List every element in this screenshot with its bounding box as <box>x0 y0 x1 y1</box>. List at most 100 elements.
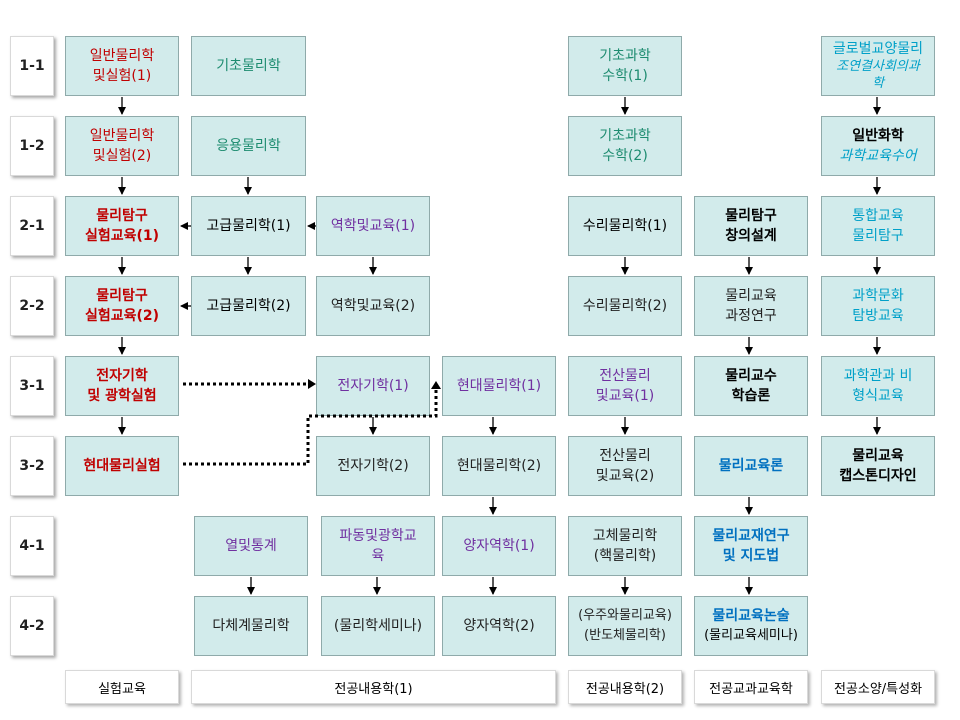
course-text: 현대물리학(1) <box>457 376 541 396</box>
course-line: 기초물리학 <box>216 58 281 74</box>
course-general-chemistry: 일반화학 과학교육수어 <box>821 116 935 176</box>
semester-label-2-1: 2-1 <box>10 196 54 256</box>
course-line: 열및통계 <box>225 538 277 554</box>
course-line: (핵물리학) <box>593 548 657 564</box>
course-line: 고체물리학 <box>592 528 658 544</box>
course-universe-semiconductor: (우주와물리교육)(반도체물리학) <box>568 596 682 656</box>
course-line: 기초과학 <box>599 128 651 144</box>
course-subtitle-line: 조연결사회의과 <box>836 58 920 74</box>
dotted-connector-modern-lab <box>183 388 438 466</box>
course-text: 역학및교육(1) <box>331 216 415 236</box>
course-many-body-physics: 다체계물리학 <box>194 596 308 656</box>
course-text: 응용물리학 <box>216 136 280 156</box>
course-line: 전자기학(2) <box>337 458 409 474</box>
course-line: 실험교육(2) <box>84 308 160 324</box>
course-line: 및실험(1) <box>92 68 152 84</box>
course-line: 전산물리 <box>599 448 651 464</box>
course-line: 역학및교육(1) <box>330 218 416 234</box>
semester-label-3-1: 3-1 <box>10 356 54 416</box>
course-line: 및 지도법 <box>722 548 780 564</box>
course-text: 물리교육론 <box>719 456 783 476</box>
course-title: 글로벌교양물리 <box>832 40 924 57</box>
course-modern-physics-1: 현대물리학(1) <box>442 356 556 416</box>
course-line: 물리교육 <box>852 448 904 464</box>
course-mechanics-education-1: 역학및교육(1) <box>316 196 430 256</box>
semester-label-3-2: 3-2 <box>10 436 54 496</box>
course-mechanics-education-2: 역학및교육(2) <box>316 276 430 336</box>
course-line: 실험교육(1) <box>84 228 160 244</box>
course-line: 수학(1) <box>602 68 648 84</box>
course-line: 과학문화 <box>852 288 904 304</box>
course-math-physics-2: 수리물리학(2) <box>568 276 682 336</box>
course-text: 현대물리실험 <box>83 456 160 476</box>
course-line: 수리물리학(2) <box>582 298 668 314</box>
course-line: 파동및광학교 <box>339 528 417 544</box>
course-line: 및실험(2) <box>92 148 152 164</box>
course-text: 고급물리학(2) <box>206 296 290 316</box>
course-line: (물리학세미나) <box>333 618 423 634</box>
course-line: 일반물리학 <box>89 128 155 144</box>
course-line: 전자기학 <box>96 368 148 384</box>
course-line: 고급물리학(1) <box>206 218 291 234</box>
course-modern-physics-lab: 현대물리실험 <box>65 436 179 496</box>
course-line: 수리물리학(1) <box>582 218 668 234</box>
arrow-head-up <box>431 381 441 389</box>
course-line: 전산물리 <box>599 368 651 384</box>
course-line: 현대물리실험 <box>83 458 161 474</box>
course-line: 및 광학실험 <box>87 388 157 404</box>
course-text: 양자역학(2) <box>463 616 534 636</box>
category-major-content-1: 전공내용학(1) <box>191 670 556 704</box>
course-line: 과정연구 <box>725 308 777 324</box>
course-line: 수학(2) <box>602 148 648 164</box>
course-text: 현대물리학(2) <box>457 456 541 476</box>
course-line: 형식교육 <box>852 388 904 404</box>
course-modern-physics-2: 현대물리학(2) <box>442 436 556 496</box>
course-text: 고급물리학(1) <box>206 216 290 236</box>
course-line: 기초과학 <box>599 48 651 64</box>
course-text: (물리학세미나) <box>334 616 422 636</box>
course-line: 현대물리학(2) <box>456 458 542 474</box>
course-global-liberal-physics: 글로벌교양물리 조연결사회의과 학 <box>821 36 935 96</box>
course-text: 기초물리학 <box>216 56 280 76</box>
course-title: 일반화학 <box>852 128 904 144</box>
course-line: 탐방교육 <box>852 308 904 324</box>
course-line: 응용물리학 <box>216 138 281 154</box>
course-line: 창의설계 <box>725 228 777 244</box>
course-line: 물리탐구 <box>96 208 148 224</box>
semester-label-1-1: 1-1 <box>10 36 54 96</box>
course-line: 통합교육 <box>852 208 904 224</box>
course-text: 고체물리학 (핵물리학) <box>593 526 657 566</box>
course-text: 전자기학(2) <box>337 456 408 476</box>
course-text: 역학및교육(2) <box>331 296 415 316</box>
course-basic-physics: 기초물리학 <box>191 36 306 96</box>
course-applied-physics: 응용물리학 <box>191 116 306 176</box>
course-line: 학습론 <box>731 388 771 404</box>
course-line: 역학및교육(2) <box>330 298 416 314</box>
course-line: 양자역학(2) <box>463 618 535 634</box>
category-lab-education: 실험교육 <box>65 670 179 704</box>
